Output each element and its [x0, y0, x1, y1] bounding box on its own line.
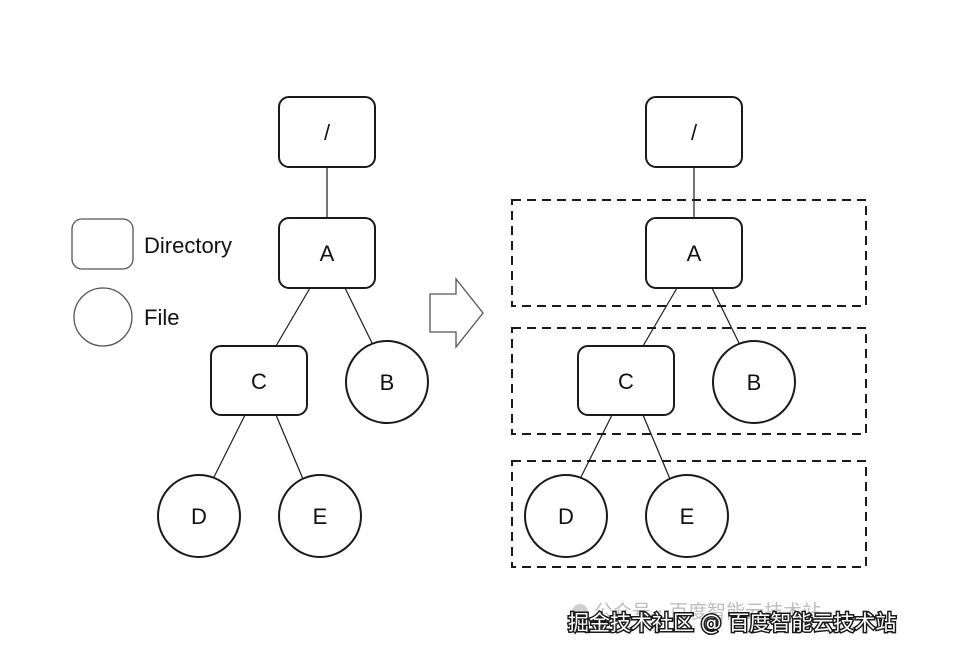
right-edge-a-b	[711, 287, 741, 346]
right-tree-labels: / A C B D E	[558, 120, 761, 529]
right-dir-node-c	[577, 345, 675, 416]
legend-file-icon	[73, 287, 133, 347]
right-label-d: D	[558, 504, 574, 529]
legend-directory-label: Directory	[144, 233, 232, 258]
level-box-1	[511, 199, 867, 307]
left-file-node-b	[345, 340, 429, 424]
left-edge-c-d	[212, 414, 246, 480]
level-box-3	[511, 460, 867, 568]
right-edge-c-d	[579, 414, 613, 480]
level-box-2	[511, 327, 867, 435]
right-file-node-b	[712, 340, 796, 424]
left-tree-labels: / A C B D E	[191, 120, 394, 529]
right-file-node-d	[524, 474, 608, 558]
watermark-wechat-text: 公众号 · 百度智能云技术站	[594, 601, 821, 623]
left-label-b: B	[380, 370, 395, 395]
watermark: 公众号 · 百度智能云技术站 掘金技术社区 @ 百度智能云技术站	[567, 601, 898, 637]
right-edge-a-c	[642, 287, 678, 347]
left-file-node-d	[157, 474, 241, 558]
level-groups	[511, 199, 867, 568]
legend-directory-icon	[71, 218, 134, 270]
left-edge-a-b	[344, 287, 374, 346]
right-file-node-e	[645, 474, 729, 558]
right-label-a: A	[687, 241, 702, 266]
left-label-c: C	[251, 369, 267, 394]
right-dir-node-a	[645, 217, 743, 289]
left-label-root: /	[324, 120, 331, 145]
right-arrow-icon	[429, 277, 484, 349]
right-dir-node-root	[645, 96, 743, 168]
left-label-d: D	[191, 504, 207, 529]
right-label-e: E	[680, 504, 695, 529]
right-label-root: /	[691, 120, 698, 145]
left-dir-node-a	[278, 217, 376, 289]
left-dir-node-c	[210, 345, 308, 416]
left-dir-node-root	[278, 96, 376, 168]
left-edge-a-c	[275, 287, 311, 347]
watermark-juejin-text: 掘金技术社区 @ 百度智能云技术站	[568, 611, 896, 635]
left-edge-c-e	[275, 414, 304, 480]
right-label-c: C	[618, 369, 634, 394]
right-label-b: B	[747, 370, 762, 395]
legend: Directory File	[71, 218, 232, 347]
right-edge-c-e	[642, 414, 671, 480]
left-label-a: A	[320, 241, 335, 266]
wechat-icon	[572, 604, 588, 620]
left-tree	[157, 96, 429, 558]
left-label-e: E	[313, 504, 328, 529]
right-tree	[524, 96, 796, 558]
legend-file-label: File	[144, 305, 179, 330]
left-file-node-e	[278, 474, 362, 558]
